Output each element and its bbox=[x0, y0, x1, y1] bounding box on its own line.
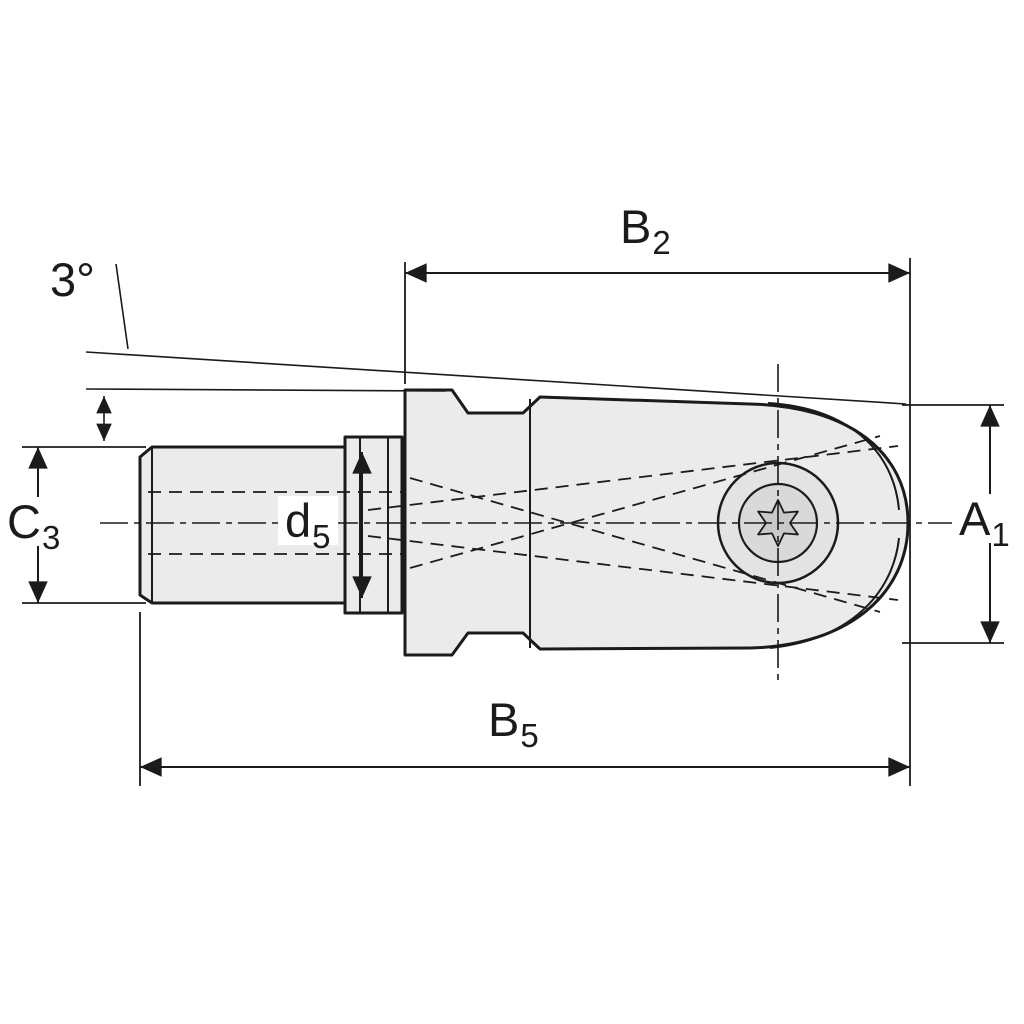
angle-dimension bbox=[85, 263, 907, 441]
taper-base-line bbox=[85, 388, 447, 392]
dimension-label-c3: C3 bbox=[0, 495, 68, 554]
b5-label-base: B bbox=[488, 693, 520, 746]
d5-label-subscript: 5 bbox=[312, 518, 331, 555]
angle-label-text: 3° bbox=[50, 253, 95, 306]
dimension-b5 bbox=[139, 612, 910, 786]
collar bbox=[343, 435, 404, 615]
dimension-b2 bbox=[404, 258, 911, 786]
dimension-label-d5: d5 bbox=[278, 494, 338, 553]
b2-label-subscript: 2 bbox=[652, 224, 671, 261]
head-inner-arc-top bbox=[767, 402, 900, 511]
taper-bore-line-4 bbox=[409, 435, 881, 569]
b5-label-subscript: 5 bbox=[520, 717, 539, 754]
centerlines bbox=[100, 364, 968, 682]
dimension-label-b5: B5 bbox=[488, 693, 539, 752]
taper-bore-line-3 bbox=[409, 477, 881, 613]
head-inner-arc-bottom bbox=[769, 537, 900, 649]
taper-bore-line-1 bbox=[367, 445, 899, 511]
dimension-label-a1: A1 bbox=[952, 492, 1017, 551]
c3-label-base: C bbox=[7, 495, 41, 548]
d5-label-base: d bbox=[285, 494, 312, 547]
b2-label-base: B bbox=[620, 200, 652, 253]
taper-reference-line bbox=[85, 351, 907, 405]
c3-label-subscript: 3 bbox=[41, 519, 61, 556]
dimension-label-angle: 3° bbox=[50, 256, 95, 303]
taper-bore-line-2 bbox=[367, 535, 899, 601]
a1-label-base: A bbox=[959, 492, 991, 545]
dimension-label-b2: B2 bbox=[620, 200, 671, 259]
angle-leader-line bbox=[115, 263, 129, 350]
a1-label-subscript: 1 bbox=[991, 516, 1010, 553]
